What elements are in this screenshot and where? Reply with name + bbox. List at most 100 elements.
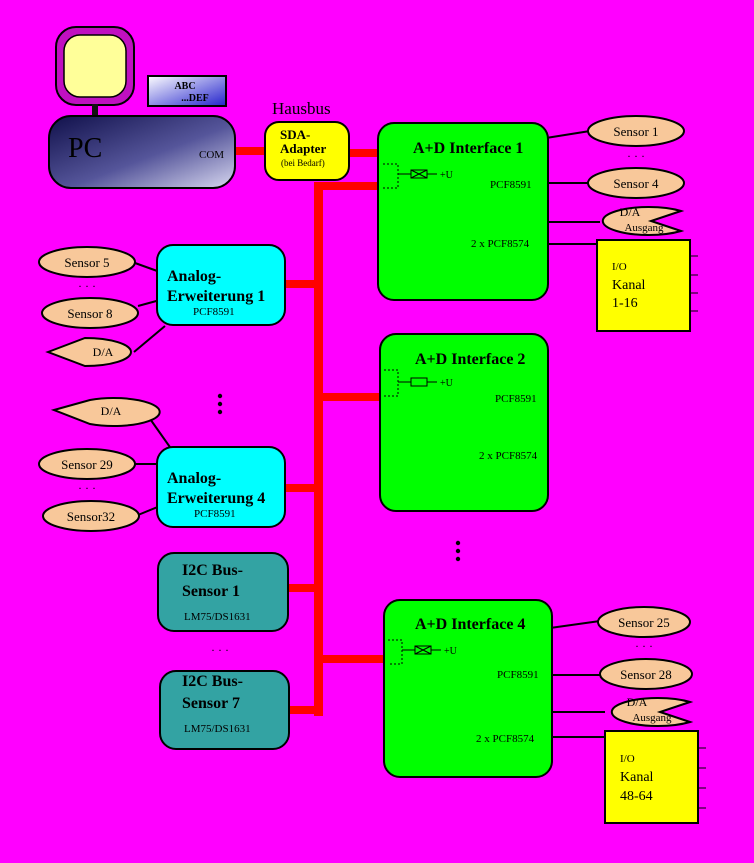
ellipsis-markers: · · · · · · · · · · · · · · · — [78, 149, 653, 657]
io-box-1-rect — [596, 239, 691, 332]
bus-interface2 — [318, 393, 380, 401]
bus-analog1 — [284, 280, 318, 288]
interface-2-title: A+D Interface 2 — [415, 351, 525, 368]
io-box-2: I/O Kanal 48-64 — [604, 730, 706, 824]
sensor-25-label: Sensor 25 — [618, 615, 670, 630]
analog-extension-4-line1: Analog- — [167, 470, 221, 487]
interface-1: A+D Interface 1 +U PCF8591 2 x PCF8574 — [377, 122, 549, 301]
interface-4-title: A+D Interface 4 — [415, 616, 525, 633]
sensor-4-label: Sensor 4 — [613, 176, 659, 191]
interface-1-title: A+D Interface 1 — [413, 140, 523, 157]
pc-label: PC — [68, 133, 102, 164]
monitor-screen — [63, 34, 127, 98]
interface-4-supply: +U — [444, 646, 458, 657]
sda-adapter: SDA- Adapter (bei Bedarf) — [264, 121, 350, 181]
analog-extension-4-chip: PCF8591 — [194, 508, 236, 520]
sda-adapter-line1: SDA- — [280, 127, 310, 142]
i2c-sensor-7-line2: Sensor 7 — [182, 695, 240, 712]
io-box-2-line1: I/O — [620, 753, 635, 765]
hausbus-label: Hausbus — [272, 99, 331, 118]
bus-interface4 — [318, 655, 384, 663]
bus-adapter-interface1 — [348, 149, 380, 157]
io-box-1-line3: 1-16 — [612, 296, 638, 311]
da-output-2-label: D/A — [93, 345, 114, 359]
ellipsis-i2c: · · · — [211, 643, 229, 657]
ellipsis-sensor5-8: · · · — [78, 279, 96, 293]
monitor-stand — [92, 104, 98, 118]
io-box-2-line3: 48-64 — [620, 789, 653, 804]
interface-2-supply: +U — [440, 378, 454, 389]
da-output-3: D/A — [50, 397, 161, 427]
sensor-29-label: Sensor 29 — [61, 457, 113, 472]
sensor-8: Sensor 8 — [41, 297, 139, 329]
interface-1-chip1: PCF8591 — [490, 179, 532, 191]
i2c-sensor-1-line2: Sensor 1 — [182, 583, 240, 600]
sda-adapter-line2: Adapter — [280, 141, 326, 156]
sensor-28-label: Sensor 28 — [620, 667, 672, 682]
analog-extension-1-box — [156, 244, 286, 326]
bus-pc-adapter — [233, 147, 267, 155]
i2c-sensor-7-chip: LM75/DS1631 — [184, 723, 251, 735]
interface-4-jumper — [388, 639, 441, 665]
connector-lines — [133, 130, 605, 738]
interface-1-box — [377, 122, 549, 301]
bus-analog4 — [284, 484, 318, 492]
interface-2: A+D Interface 2 +U PCF8591 2 x PCF8574 — [379, 333, 549, 512]
io-box-2-line2: Kanal — [620, 770, 654, 785]
analog-extension-4: Analog- Erweiterung 4 PCF8591 — [156, 446, 286, 528]
vertical-dots-analog — [217, 393, 223, 415]
analog-extension-1-line1: Analog- — [167, 268, 221, 285]
sensors: Sensor 1 Sensor 4 Sensor 5 Sensor 8 Sens… — [38, 115, 693, 690]
i2c-sensor-7-box — [159, 670, 290, 750]
interface-1-jumper — [383, 163, 437, 189]
vertical-dots-interfaces — [455, 540, 461, 562]
sensor-1: Sensor 1 — [587, 115, 685, 147]
ellipsis-sensor1-4: · · · — [627, 149, 645, 163]
interface-2-chip1: PCF8591 — [495, 393, 537, 405]
da-output-4-sub: Ausgang — [632, 712, 672, 724]
io-box-1-line2: Kanal — [612, 278, 646, 293]
analog-extension-1-line2: Erweiterung 1 — [167, 288, 265, 305]
interface-4: A+D Interface 4 +U PCF8591 2 x PCF8574 — [383, 599, 553, 778]
sensor-25: Sensor 25 — [597, 606, 691, 638]
sensor-32: Sensor32 — [42, 500, 140, 532]
bus-i2c1 — [286, 584, 318, 592]
sensor-4: Sensor 4 — [587, 167, 685, 199]
sensor-29: Sensor 29 — [38, 448, 136, 480]
bus-lines — [233, 147, 384, 716]
da-output-1-label: D/A — [620, 205, 641, 219]
interface-4-chip2: 2 x PCF8574 — [476, 733, 535, 745]
interface-4-chip1: PCF8591 — [497, 669, 539, 681]
sda-adapter-box — [264, 121, 350, 181]
bus-top-branch — [314, 182, 380, 190]
sensor-32-label: Sensor32 — [67, 509, 115, 524]
sda-adapter-line3: (bei Bedarf) — [281, 158, 325, 168]
pc-port-label: COM — [199, 149, 224, 161]
i2c-sensor-7: I2C Bus- Sensor 7 LM75/DS1631 — [159, 670, 290, 750]
ellipsis-sensor29-32: · · · — [78, 481, 96, 495]
pc-unit: ABC ...DEF PC COM — [48, 26, 236, 189]
sensor-5: Sensor 5 — [38, 246, 136, 278]
interface-4-box — [383, 599, 553, 778]
bus-vertical — [314, 186, 323, 716]
keyboard-label-2: ...DEF — [181, 93, 209, 104]
sensor-5-label: Sensor 5 — [64, 255, 109, 270]
da-output-4-label: D/A — [627, 695, 648, 709]
keyboard — [147, 75, 227, 107]
io-box-1-line1: I/O — [612, 261, 627, 273]
da-output-1-sub: Ausgang — [624, 222, 664, 234]
i2c-sensor-1-line1: I2C Bus- — [182, 562, 243, 579]
sensor-1-label: Sensor 1 — [613, 124, 658, 139]
i2c-sensor-1: I2C Bus- Sensor 1 LM75/DS1631 — [157, 552, 289, 632]
io-box-1: I/O Kanal 1-16 — [596, 239, 698, 332]
pc-box — [48, 115, 236, 189]
bus-i2c7 — [288, 706, 318, 714]
io-box-2-rect — [604, 730, 699, 824]
analog-extension-1-chip: PCF8591 — [193, 306, 235, 318]
da-output-2: D/A — [45, 336, 132, 368]
interface-2-jumper — [384, 369, 437, 397]
i2c-sensor-1-box — [157, 552, 289, 632]
analog-extension-4-line2: Erweiterung 4 — [167, 490, 265, 507]
analog-extension-4-box — [156, 446, 286, 528]
